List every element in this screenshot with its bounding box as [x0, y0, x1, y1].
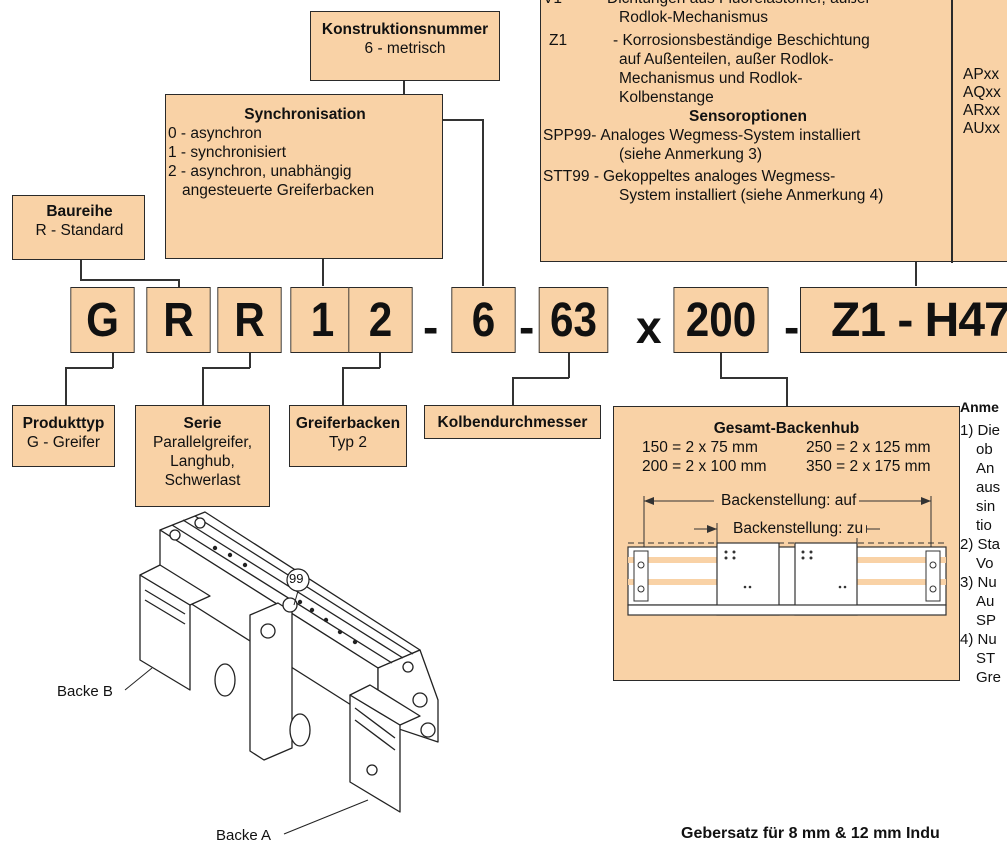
connector-kolben [512, 377, 514, 405]
sync-item-3: angesteuerte Greiferbacken [182, 182, 375, 199]
anmerkungen-title: Anme [960, 399, 999, 415]
right-code-2: ARxx [963, 102, 1001, 119]
produkttyp-box: Produkttyp G - Greifer [12, 405, 115, 467]
backe-b-label: Backe B [57, 683, 113, 700]
baureihe-item: R - Standard [35, 222, 124, 239]
hub-row0-a: 150 = 2 x 75 mm [642, 439, 758, 456]
note1-line0: 1) Die [960, 422, 1001, 439]
connector-baureihe [80, 259, 82, 279]
code-1: 1 [290, 287, 355, 353]
konstruktion-box: Konstruktionsnummer 6 - metrisch [310, 11, 500, 81]
serie-item-0: Parallelgreifer, [152, 434, 253, 451]
stroke-dimension-lines [627, 496, 947, 616]
backe-a-label: Backe A [216, 827, 272, 844]
connector-synchronisation [322, 258, 324, 286]
hub-title: Gesamt-Backenhub [713, 420, 860, 437]
serie-item-2: Schwerlast [164, 472, 241, 489]
z1-text-a: - Korrosionsbeständige Beschichtung [613, 32, 870, 49]
sync-item-1: 1 - synchronisiert [168, 144, 287, 161]
connector-hub [720, 353, 722, 378]
note4-line0: 4) Nu [960, 631, 997, 648]
greiferbacken-box: Greiferbacken Typ 2 [289, 405, 407, 467]
hub-auf-label: Backenstellung: auf [718, 491, 860, 510]
code-g: G [70, 287, 135, 353]
hub-zu-label: Backenstellung: zu [730, 519, 867, 538]
code-200: 200 [673, 287, 769, 353]
connector-optionen [915, 262, 917, 286]
kolben-title: Kolbendurchmesser [437, 414, 588, 431]
connector-produkttyp [65, 367, 67, 405]
z1-text-b: auf Außenteilen, außer Rodlok- [619, 51, 834, 68]
produkttyp-item: G - Greifer [26, 434, 101, 451]
z1-text-c: Mechanismus und Rodlok- [619, 70, 803, 87]
hub-box: Gesamt-Backenhub 150 = 2 x 75 mm 250 = 2 … [613, 406, 960, 681]
note2-line0: 2) Sta [960, 536, 1001, 553]
separator-dash-2: - [519, 301, 535, 353]
code-z1-h47: Z1 - H47 [800, 287, 1007, 353]
greiferbacken-item: Typ 2 [329, 434, 367, 451]
stt-text-a: Gekoppeltes analoges Wegmess- [602, 168, 836, 185]
code-2: 2 [348, 287, 413, 353]
z1-text-d: Kolbenstange [619, 89, 714, 106]
serie-title: Serie [183, 415, 222, 432]
note3-line2: SP [976, 612, 997, 629]
v1-text-a: Dichtungen aus Fluorelastomer, außer [603, 0, 871, 8]
stt-text-b: System installiert (siehe Anmerkung 4) [619, 187, 884, 204]
code-6: 6 [451, 287, 516, 353]
connector-greiferbacken [342, 367, 344, 405]
z1-code: Z1 [549, 32, 568, 49]
spp-code: SPP99- [543, 127, 597, 144]
spp-text-a: Analoges Wegmess-System installiert [600, 127, 861, 144]
separator-times: x [636, 301, 662, 353]
code-r1: R [146, 287, 211, 353]
marker-99-label: 99 [289, 571, 304, 586]
separator-dash-3: - [784, 301, 800, 353]
right-code-1: AQxx [963, 84, 1001, 101]
spp-text-b: (siehe Anmerkung 3) [619, 146, 763, 163]
konstruktion-item: 6 - metrisch [364, 40, 446, 57]
connector-serie [202, 367, 204, 405]
code-r2: R [217, 287, 282, 353]
sensor-title: Sensoroptionen [689, 108, 807, 125]
note1-line5: tio [976, 517, 992, 534]
kolben-box: Kolbendurchmesser [424, 405, 601, 439]
v1-code: V1 [543, 0, 603, 8]
note1-line2: An [976, 460, 995, 477]
right-code-0: APxx [963, 66, 1000, 83]
footer-heading: Gebersatz für 8 mm & 12 mm Indu [681, 825, 940, 842]
optionen-box: V1Dichtungen aus Fluorelastomer, außer R… [540, 0, 1007, 263]
sync-item-0: 0 - asynchron [168, 125, 262, 142]
note4-line1: ST [976, 650, 996, 667]
note3-line0: 3) Nu [960, 574, 997, 591]
note1-line3: aus [976, 479, 1001, 496]
synchronisation-title: Synchronisation [244, 106, 366, 123]
hub-row1-b: 350 = 2 x 175 mm [806, 458, 931, 475]
code-63: 63 [538, 287, 609, 353]
greiferbacken-title: Greiferbacken [295, 415, 401, 432]
baureihe-box: Baureihe R - Standard [12, 195, 145, 260]
serie-item-1: Langhub, [170, 453, 235, 470]
right-code-3: AUxx [963, 120, 1001, 137]
note3-line1: Au [976, 593, 995, 610]
stt-code: STT99 - [543, 168, 599, 185]
hub-row1-a: 200 = 2 x 100 mm [642, 458, 767, 475]
synchronisation-box: Synchronisation 0 - asynchron 1 - synchr… [165, 94, 443, 259]
note1-line4: sin [976, 498, 996, 515]
separator-dash-1: - [423, 301, 439, 353]
note4-line2: Gre [976, 669, 1002, 686]
v1-text-b: Rodlok-Mechanismus [619, 9, 769, 26]
serie-box: Serie Parallelgreifer, Langhub, Schwerla… [135, 405, 270, 507]
hub-row0-b: 250 = 2 x 125 mm [806, 439, 931, 456]
anmerkungen-block: Anme 1) Die ob An aus sin tio 2) Sta Vo … [960, 398, 1001, 687]
konstruktion-title: Konstruktionsnummer [321, 21, 489, 38]
sync-item-2: 2 - asynchron, unabhängig [168, 163, 352, 180]
note1-line1: ob [976, 441, 993, 458]
produkttyp-title: Produkttyp [22, 415, 105, 432]
note2-line1: Vo [976, 555, 994, 572]
baureihe-title: Baureihe [46, 203, 113, 220]
